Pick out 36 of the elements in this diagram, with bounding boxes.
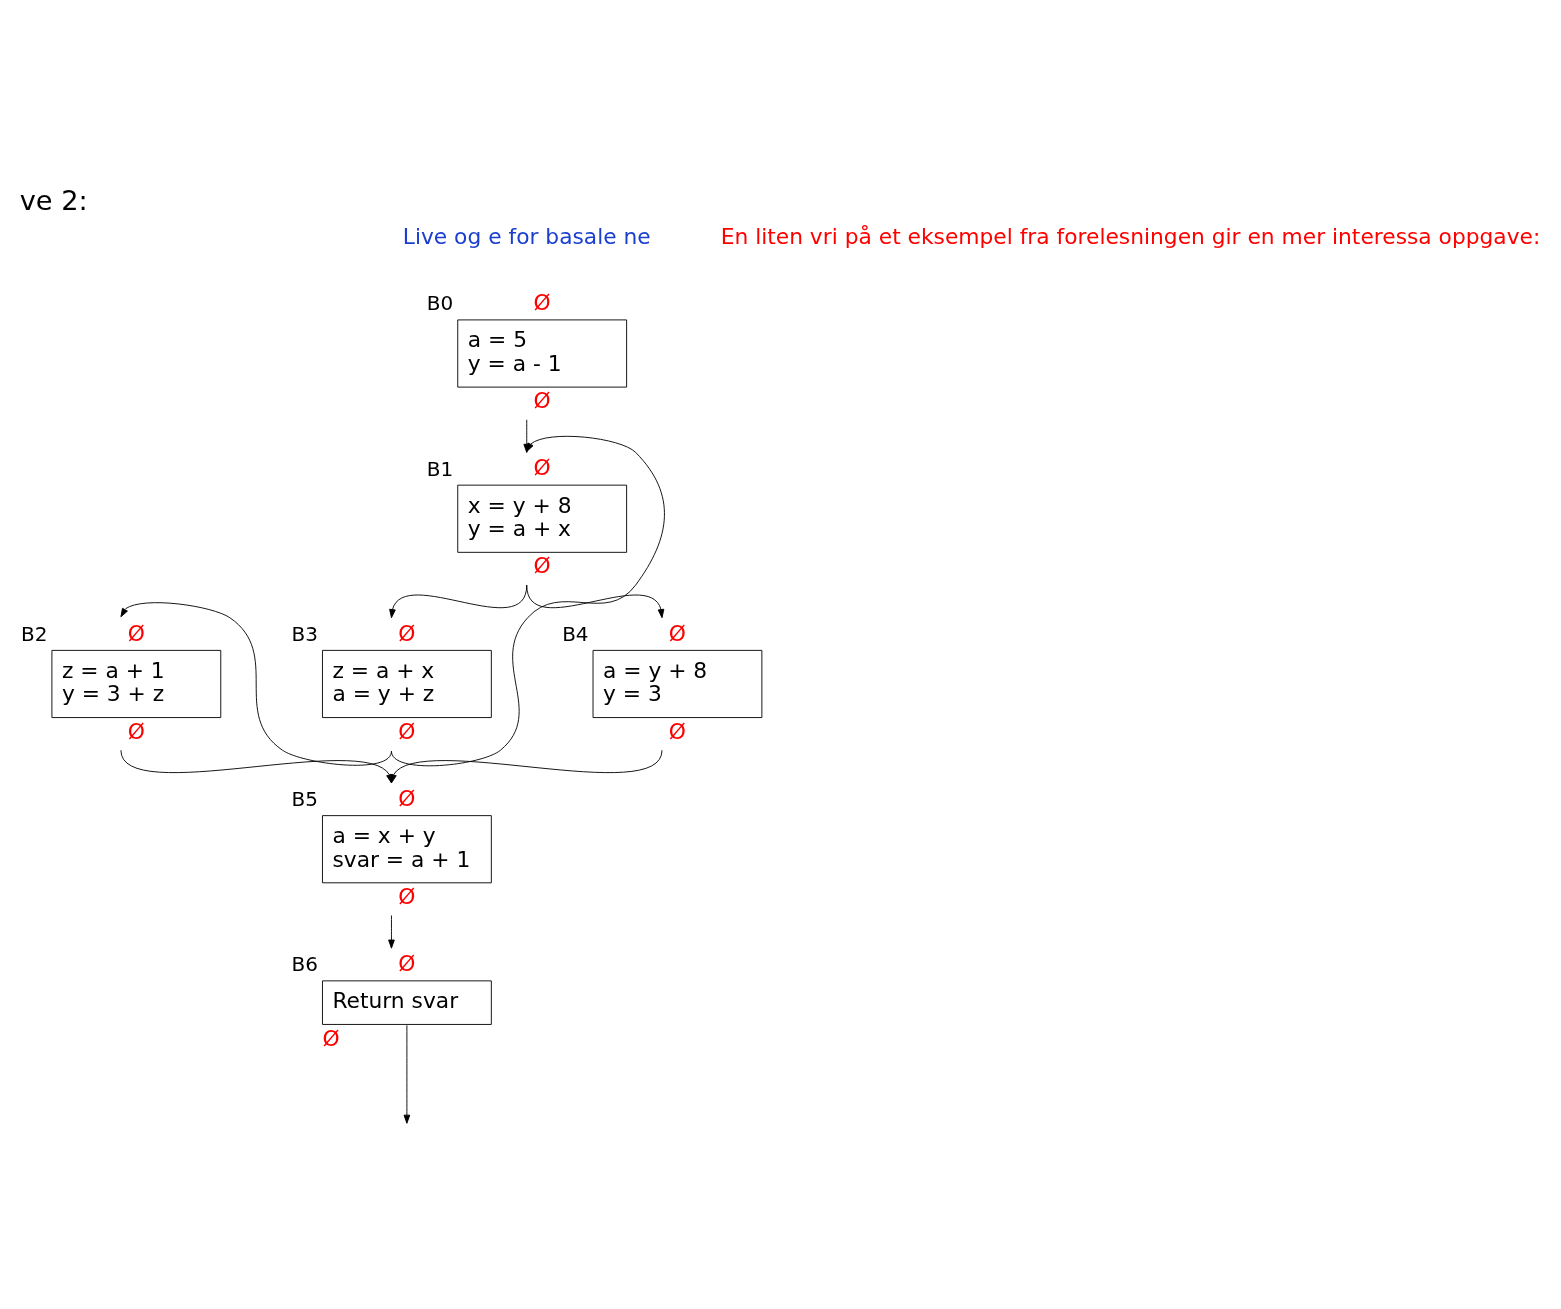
- node-label: Ø: [668, 620, 686, 646]
- label: En liten vri på et eksempel fra forelesningen gir en mer interessa oppgave:: [720, 223, 1541, 249]
- label: Live og e for basale ne: [402, 223, 651, 249]
- node-box: a = y + 8 y = 3: [592, 649, 763, 718]
- arrow: [526, 584, 665, 618]
- arrow: [388, 914, 395, 949]
- node-label: B2: [21, 621, 48, 646]
- node-label: B1: [426, 456, 454, 481]
- node-label: Ø: [398, 883, 416, 909]
- node-box: Return svar: [322, 979, 492, 1025]
- node-label: B5: [291, 786, 318, 811]
- node-box: z = a + x a = y + z: [322, 649, 492, 718]
- node-label: Ø: [533, 289, 551, 315]
- node-label: Ø: [533, 552, 551, 578]
- arrow: [391, 435, 665, 766]
- node-box: x = y + 8 y = a + x: [457, 484, 628, 553]
- node-label: B0: [426, 290, 454, 315]
- node-label: Ø: [127, 620, 145, 646]
- node-box: a = 5 y = a - 1: [457, 318, 628, 388]
- node-label: Ø: [533, 387, 551, 413]
- node-label: Ø: [533, 454, 551, 480]
- node-label: B4: [562, 621, 589, 646]
- node-label: Ø: [668, 718, 686, 744]
- node-label: Ø: [398, 950, 416, 976]
- node-label: Ø: [398, 620, 416, 646]
- node-label: B6: [291, 951, 318, 976]
- node-label: Ø: [398, 718, 416, 744]
- diagram-title: ve 2:: [19, 184, 88, 216]
- node-label: Ø: [322, 1025, 340, 1051]
- node-label: B3: [291, 621, 318, 646]
- arrow: [390, 749, 663, 783]
- node-label: Ø: [398, 785, 416, 811]
- node-box: a = x + y svar = a + 1: [322, 814, 492, 883]
- arrow: [120, 601, 392, 766]
- node-box: z = a + 1 y = 3 + z: [51, 649, 222, 718]
- node-label: Ø: [127, 718, 145, 744]
